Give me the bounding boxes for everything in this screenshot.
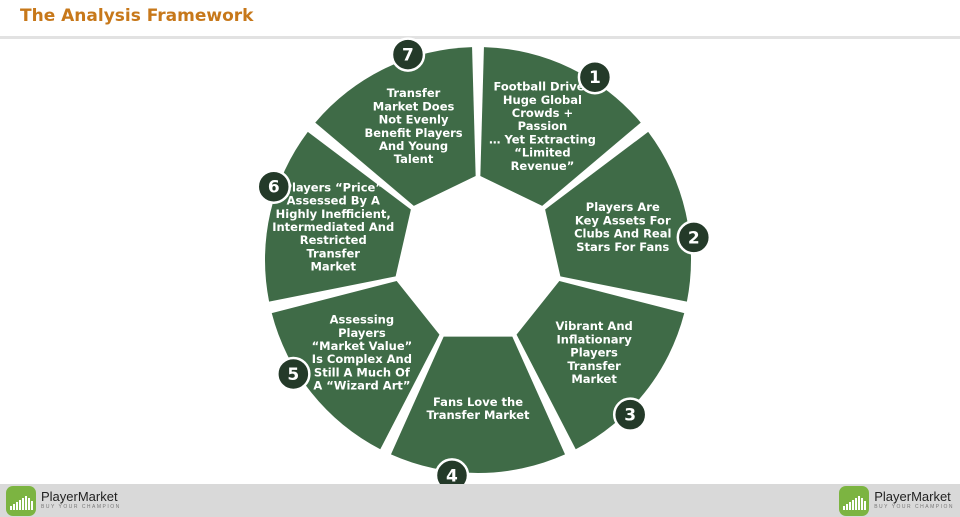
segment-6-label-line: Assessed By A	[287, 194, 380, 208]
segment-7-label-line: Benefit Players	[364, 126, 462, 140]
segment-5-label-line: Players	[338, 326, 386, 340]
step-badge-circle	[390, 37, 426, 72]
segment-4-label-line: Fans Love the	[433, 395, 523, 409]
segment-1-label-line: “Limited	[514, 146, 570, 160]
step-badge-5: 5	[276, 356, 311, 392]
step-badge-circle	[256, 169, 292, 204]
segment-1-label-line: Crowds +	[512, 106, 573, 120]
title-divider	[0, 36, 960, 39]
segment-3-label-line: Players	[570, 346, 618, 360]
segment-6-label-line: Restricted	[300, 233, 367, 247]
step-badge-circle	[577, 59, 613, 95]
step-badge-number: 4	[446, 466, 458, 486]
cycle-segment-7	[315, 47, 476, 206]
brand-name: PlayerMarket	[41, 489, 118, 504]
segment-3-label-line: Vibrant And	[555, 319, 632, 333]
step-badge-number: 1	[589, 68, 601, 88]
segment-2-label-line: Clubs And Real	[574, 227, 671, 241]
segment-2-label-line: Key Assets For	[575, 213, 671, 227]
segment-2-label-line: Stars For Fans	[576, 240, 669, 254]
page-title: The Analysis Framework	[20, 6, 254, 26]
brand-tagline: BUY YOUR CHAMPION	[874, 504, 954, 510]
brand-logo-right[interactable]: PlayerMarket BUY YOUR CHAMPION	[839, 484, 954, 517]
segment-5-label-line: Is Complex And	[312, 352, 412, 366]
segment-5-label-line: A “Wizard Art”	[313, 379, 410, 393]
bar-chart-logo-icon	[6, 485, 36, 516]
step-badge-number: 2	[688, 228, 700, 248]
segment-7-label-line: Talent	[394, 152, 434, 166]
step-badge-4: 4	[434, 458, 470, 493]
step-badge-circle	[676, 220, 712, 255]
segment-3-label-line: Inflationary	[556, 332, 632, 346]
segment-1-label-line: … Yet Extracting	[489, 132, 596, 146]
segment-7-label-line: Transfer	[387, 86, 441, 100]
brand-name: PlayerMarket	[874, 489, 951, 504]
segment-5-label-line: Still A Much Of	[314, 365, 411, 379]
segment-1-label-line: Revenue”	[511, 159, 575, 173]
segment-3-label-line: Transfer	[567, 359, 621, 373]
step-badge-2: 2	[676, 220, 712, 255]
step-badge-number: 6	[268, 178, 280, 198]
step-badge-6: 6	[256, 169, 292, 204]
segment-7-label-line: And Young	[379, 139, 448, 153]
step-badge-3: 3	[612, 397, 648, 432]
step-badge-7: 7	[390, 37, 426, 72]
step-badge-1: 1	[577, 59, 613, 95]
segment-6-label-line: Highly Inefficient,	[276, 207, 391, 221]
segment-7-label-line: Not Evenly	[379, 113, 449, 127]
cycle-segment-2	[545, 131, 691, 302]
cycle-segment-4	[390, 336, 566, 473]
segment-1-label-line: Passion	[518, 119, 568, 133]
segment-6-label-line: Market	[310, 260, 356, 274]
segment-1-label-line: Football Drives	[493, 80, 591, 94]
step-badge-circle	[276, 356, 311, 392]
segment-6-label-line: Intermediated And	[272, 220, 394, 234]
step-badge-number: 3	[624, 406, 636, 426]
brand-logo-left[interactable]: PlayerMarket BUY YOUR CHAMPION	[6, 484, 121, 517]
cycle-segment-3	[516, 280, 685, 450]
segment-2-label-line: Players Are	[586, 200, 660, 214]
cycle-segment-5	[271, 280, 440, 450]
bar-chart-logo-icon	[839, 485, 870, 516]
step-badge-circle	[612, 397, 648, 432]
segment-4-label-line: Transfer Market	[426, 408, 530, 422]
step-badge-number: 5	[287, 365, 299, 385]
cycle-segment-6	[265, 131, 411, 302]
segment-1-label-line: Huge Global	[503, 93, 582, 107]
segment-5-label-line: Assessing	[330, 313, 394, 327]
step-badge-number: 7	[402, 46, 414, 66]
footer-bar: PlayerMarket BUY YOUR CHAMPION PlayerMar…	[0, 484, 960, 517]
segment-6-label-line: Players “Price”	[284, 180, 383, 194]
segment-3-label-line: Market	[571, 372, 617, 386]
segment-6-label-line: Transfer	[306, 246, 360, 260]
segment-5-label-line: “Market Value”	[312, 339, 413, 353]
brand-tagline: BUY YOUR CHAMPION	[41, 504, 121, 510]
segment-7-label-line: Market Does	[373, 99, 455, 113]
